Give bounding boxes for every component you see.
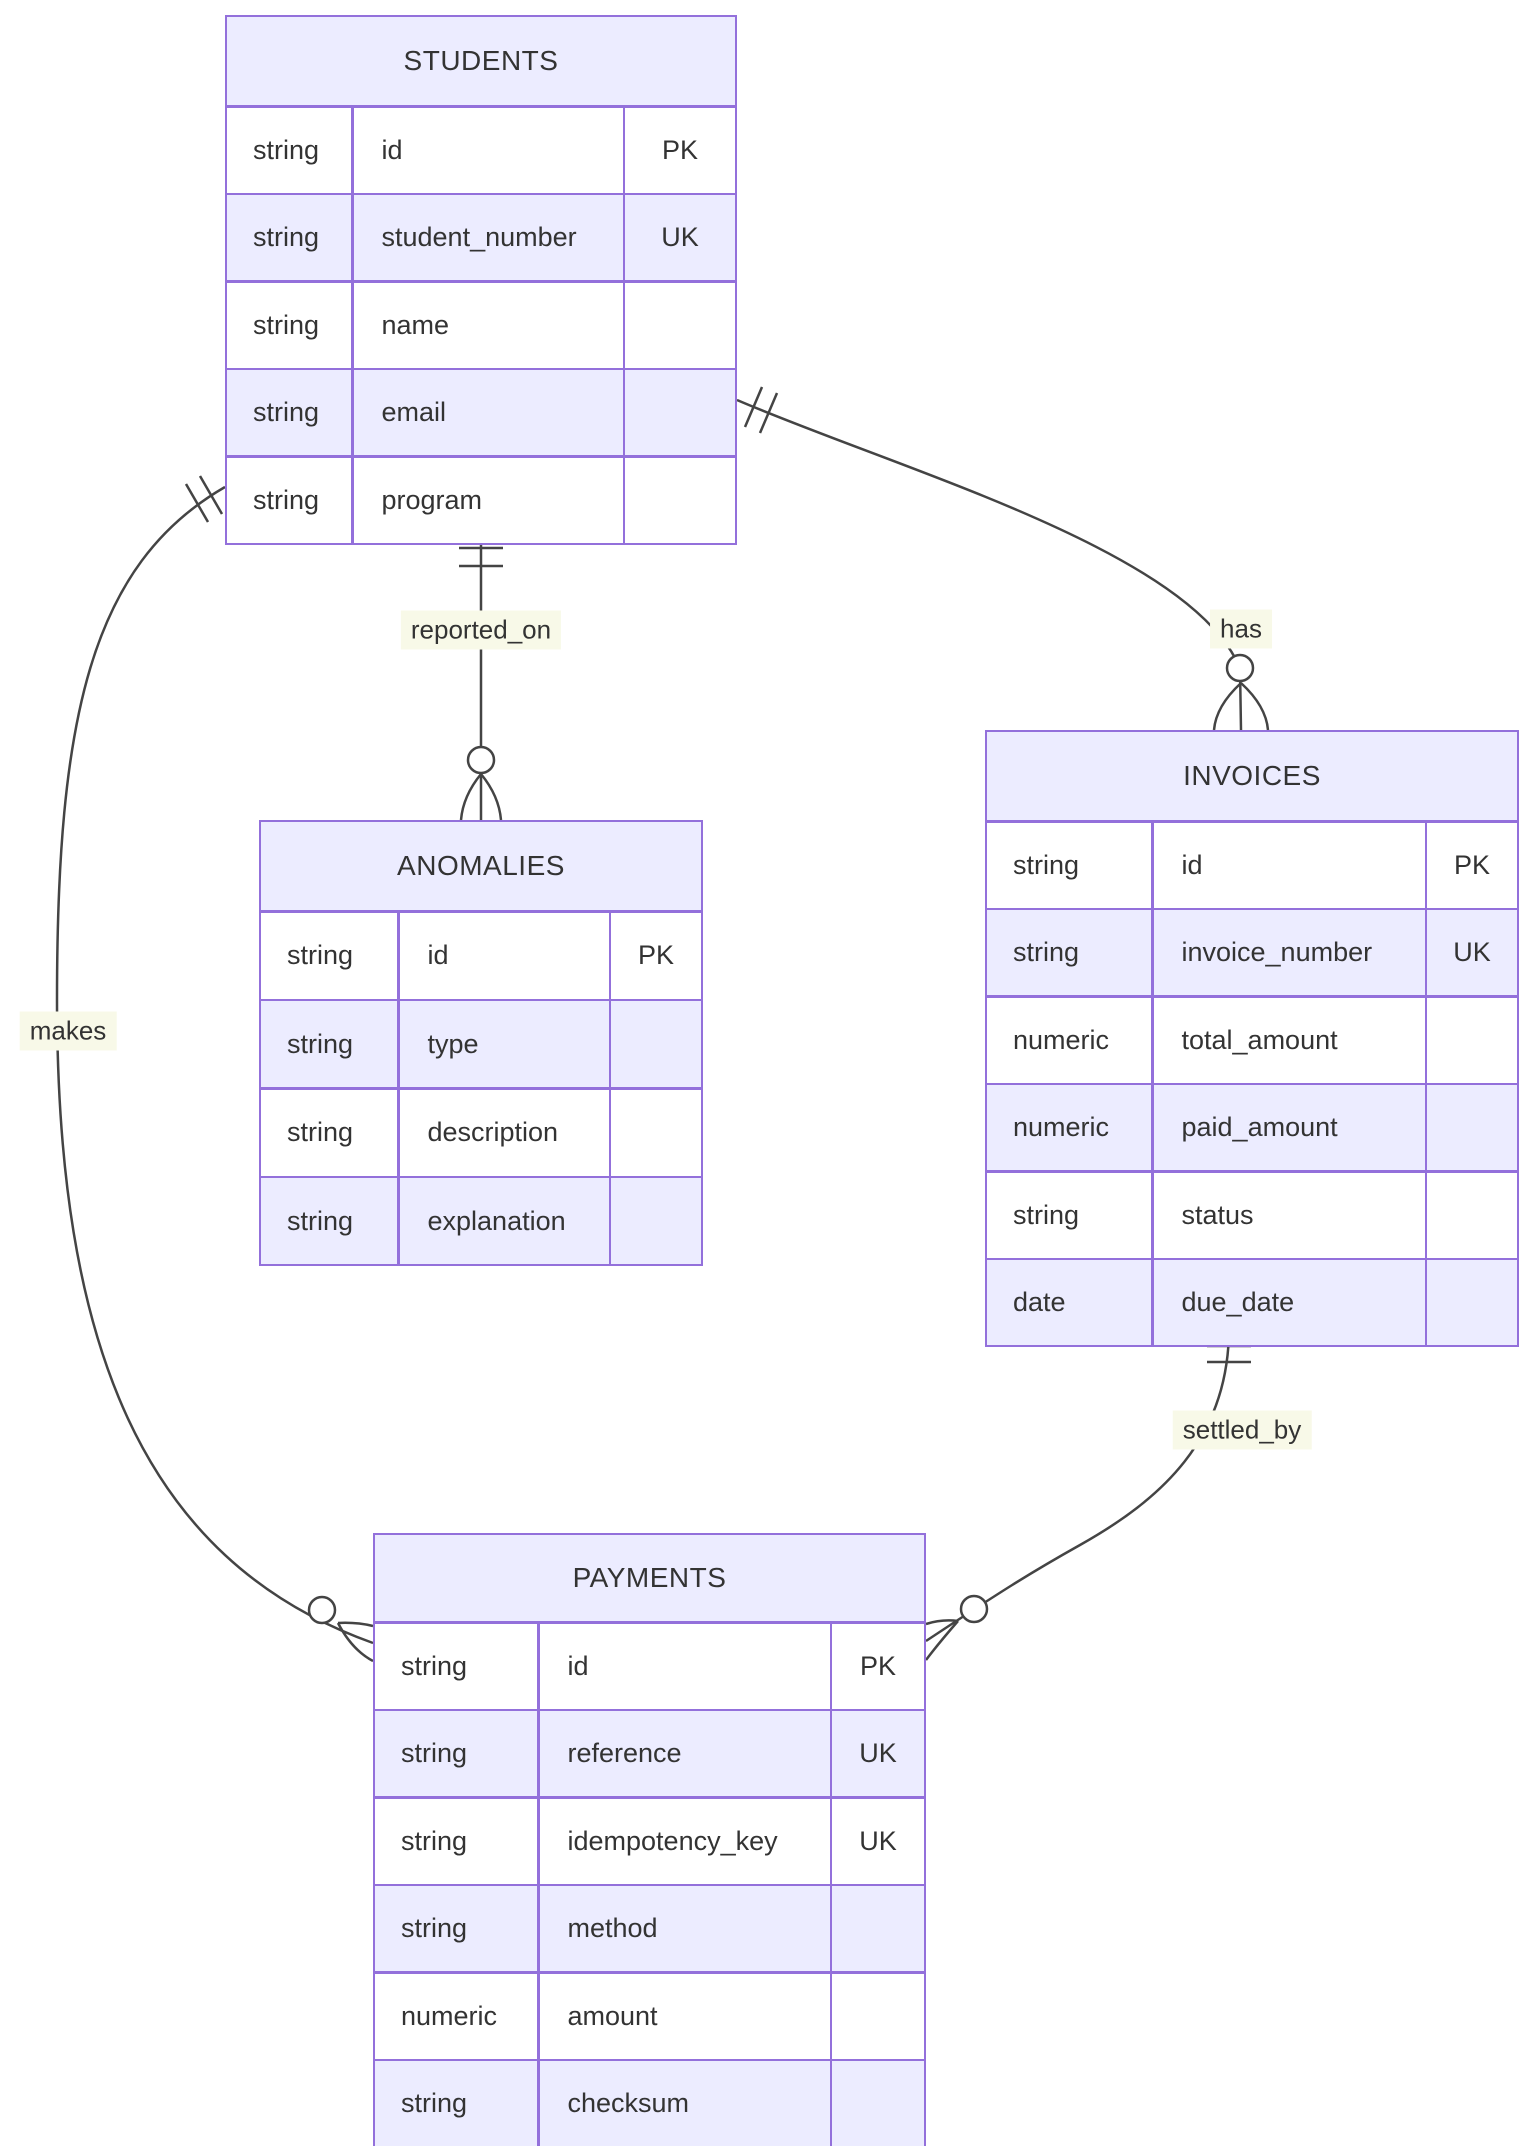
- attribute-key-cell: UK: [832, 1711, 924, 1796]
- attribute-key-cell: [625, 282, 735, 368]
- relationship-label-settled-by: settled_by: [1172, 1410, 1312, 1450]
- attribute-type-cell: numeric: [987, 997, 1151, 1083]
- zero-or-more-fan: [925, 1619, 959, 1661]
- attribute-key-cell: [611, 1089, 701, 1176]
- attribute-type-cell: string: [227, 282, 351, 368]
- attribute-name-cell: amount: [539, 1973, 830, 2059]
- zero-or-more-circle: [307, 1595, 337, 1625]
- attribute-key-cell: [611, 1178, 701, 1264]
- relationship-settled-by: [925, 1327, 1251, 1661]
- attribute-type-cell: string: [375, 1886, 537, 1971]
- zero-or-more-fan: [1212, 682, 1270, 731]
- attribute-key-cell: [611, 1001, 701, 1087]
- attribute-key-cell: PK: [832, 1623, 924, 1709]
- relationship-label-reported-on: reported_on: [400, 610, 562, 650]
- attribute-type-cell: string: [987, 822, 1151, 908]
- zero-or-more-circle: [466, 745, 496, 775]
- attribute-type-cell: string: [261, 1178, 397, 1264]
- attribute-name-cell: id: [1153, 822, 1425, 908]
- attribute-type-cell: numeric: [375, 1973, 537, 2059]
- relationship-label-makes: makes: [19, 1011, 117, 1051]
- entity-title: ANOMALIES: [261, 822, 701, 910]
- attribute-key-cell: [625, 370, 735, 455]
- rel-line: [925, 1327, 1231, 1643]
- zero-or-more-fan: [459, 773, 503, 821]
- attribute-type-cell: string: [227, 107, 351, 193]
- zero-or-more-circle: [1225, 653, 1255, 683]
- attribute-name-cell: id: [353, 107, 623, 193]
- attribute-key-cell: [1427, 1260, 1517, 1345]
- attribute-key-cell: [832, 1886, 924, 1971]
- attribute-key-cell: PK: [1427, 822, 1517, 908]
- attribute-key-cell: [1427, 997, 1517, 1083]
- relationship-reported-on: [459, 528, 503, 821]
- attribute-type-cell: string: [261, 1001, 397, 1087]
- entity-title: STUDENTS: [227, 17, 735, 105]
- attribute-key-cell: [1427, 1172, 1517, 1258]
- attribute-name-cell: description: [399, 1089, 609, 1176]
- attribute-type-cell: string: [227, 370, 351, 455]
- one-and-only-one-ticks: [459, 546, 503, 568]
- attribute-type-cell: string: [261, 912, 397, 999]
- attribute-name-cell: paid_amount: [1153, 1085, 1425, 1170]
- attribute-name-cell: invoice_number: [1153, 910, 1425, 995]
- attribute-name-cell: program: [353, 457, 623, 543]
- attribute-name-cell: method: [539, 1886, 830, 1971]
- attribute-key-cell: [832, 1973, 924, 2059]
- attribute-type-cell: string: [227, 457, 351, 543]
- attribute-key-cell: UK: [832, 1798, 924, 1884]
- attribute-type-cell: string: [987, 910, 1151, 995]
- attribute-type-cell: string: [261, 1089, 397, 1176]
- attribute-name-cell: explanation: [399, 1178, 609, 1264]
- attribute-type-cell: string: [987, 1172, 1151, 1258]
- entity-title: PAYMENTS: [375, 1535, 924, 1621]
- attribute-type-cell: date: [987, 1260, 1151, 1345]
- attribute-key-cell: PK: [611, 912, 701, 999]
- attribute-name-cell: student_number: [353, 195, 623, 280]
- attribute-name-cell: idempotency_key: [539, 1798, 830, 1884]
- attribute-type-cell: string: [375, 1711, 537, 1796]
- relationship-has: [736, 386, 1270, 731]
- rel-line: [736, 398, 1243, 731]
- attribute-key-cell: UK: [1427, 910, 1517, 995]
- entity-title: INVOICES: [987, 732, 1517, 820]
- attribute-name-cell: id: [539, 1623, 830, 1709]
- zero-or-more-circle: [959, 1594, 989, 1624]
- attribute-name-cell: email: [353, 370, 623, 455]
- attribute-type-cell: string: [375, 1798, 537, 1884]
- attribute-name-cell: total_amount: [1153, 997, 1425, 1083]
- attribute-name-cell: reference: [539, 1711, 830, 1796]
- attribute-name-cell: name: [353, 282, 623, 368]
- attribute-name-cell: id: [399, 912, 609, 999]
- attribute-name-cell: status: [1153, 1172, 1425, 1258]
- relationship-label-has: has: [1210, 609, 1272, 649]
- attribute-key-cell: PK: [625, 107, 735, 193]
- attribute-type-cell: numeric: [987, 1085, 1151, 1170]
- zero-or-more-fan: [336, 1621, 374, 1663]
- attribute-type-cell: string: [227, 195, 351, 280]
- attribute-name-cell: checksum: [539, 2061, 830, 2146]
- attribute-key-cell: [832, 2061, 924, 2146]
- attribute-key-cell: [625, 457, 735, 543]
- attribute-name-cell: due_date: [1153, 1260, 1425, 1345]
- attribute-key-cell: [1427, 1085, 1517, 1170]
- attribute-name-cell: type: [399, 1001, 609, 1087]
- attribute-key-cell: UK: [625, 195, 735, 280]
- one-and-only-one-ticks: [184, 475, 224, 523]
- one-and-only-one-ticks: [743, 386, 779, 434]
- attribute-type-cell: string: [375, 2061, 537, 2146]
- attribute-type-cell: string: [375, 1623, 537, 1709]
